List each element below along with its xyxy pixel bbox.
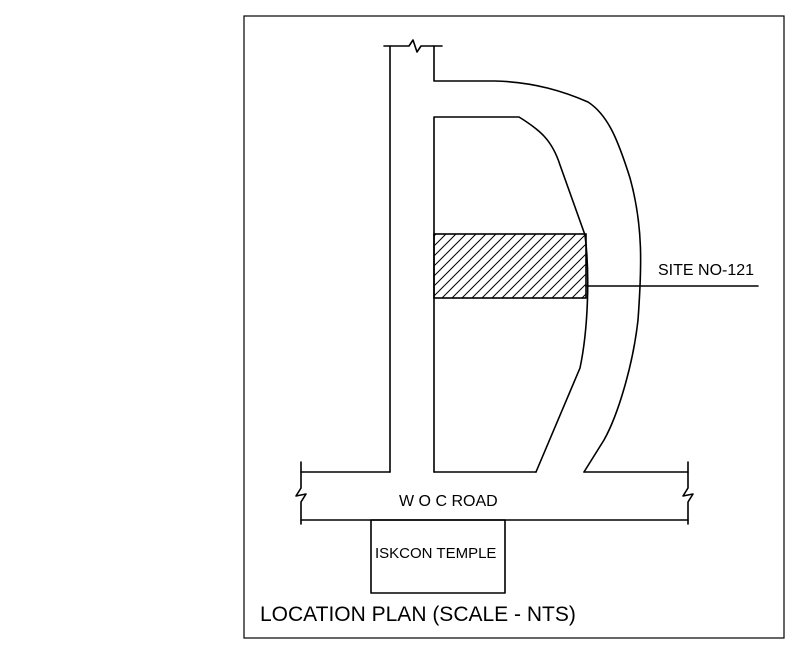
site-plot-hatched (433, 233, 587, 299)
iskcon-temple-box (370, 519, 506, 594)
curved-road-outer-edge (433, 45, 642, 473)
woc-road-east-edge (682, 461, 694, 525)
woc-road-west-edge (295, 461, 307, 525)
vertical-road-break-mark (383, 39, 443, 53)
drawing-border (243, 15, 785, 639)
road-label: W O C ROAD (399, 493, 498, 510)
temple-label: ISKCON TEMPLE (375, 545, 496, 562)
site-label: SITE NO-121 (658, 262, 754, 279)
plan-title: LOCATION PLAN (SCALE - NTS) (260, 603, 576, 626)
